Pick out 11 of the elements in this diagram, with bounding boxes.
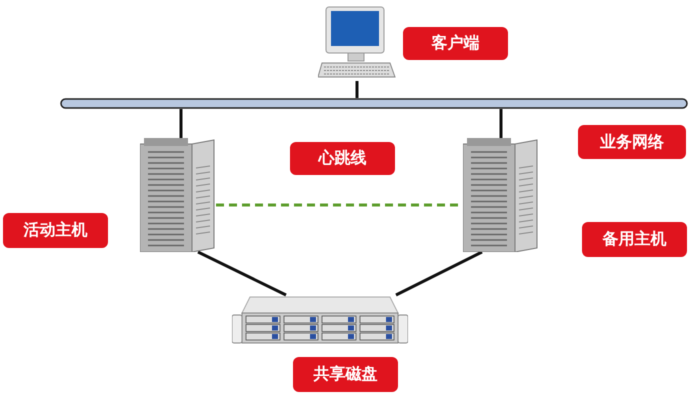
cable-line [356, 81, 358, 98]
label-badge: 共享磁盘 [293, 357, 398, 392]
cable-line [197, 250, 287, 296]
label-badge: 业务网络 [578, 125, 686, 159]
label-badge: 活动主机 [3, 213, 108, 248]
cable-line [500, 109, 502, 138]
cable-line [180, 109, 182, 138]
edge-label: 心跳线 [290, 142, 395, 175]
label-badge: 客户端 [403, 27, 508, 60]
cable-line [395, 250, 483, 296]
label-badge: 备用主机 [582, 222, 687, 257]
